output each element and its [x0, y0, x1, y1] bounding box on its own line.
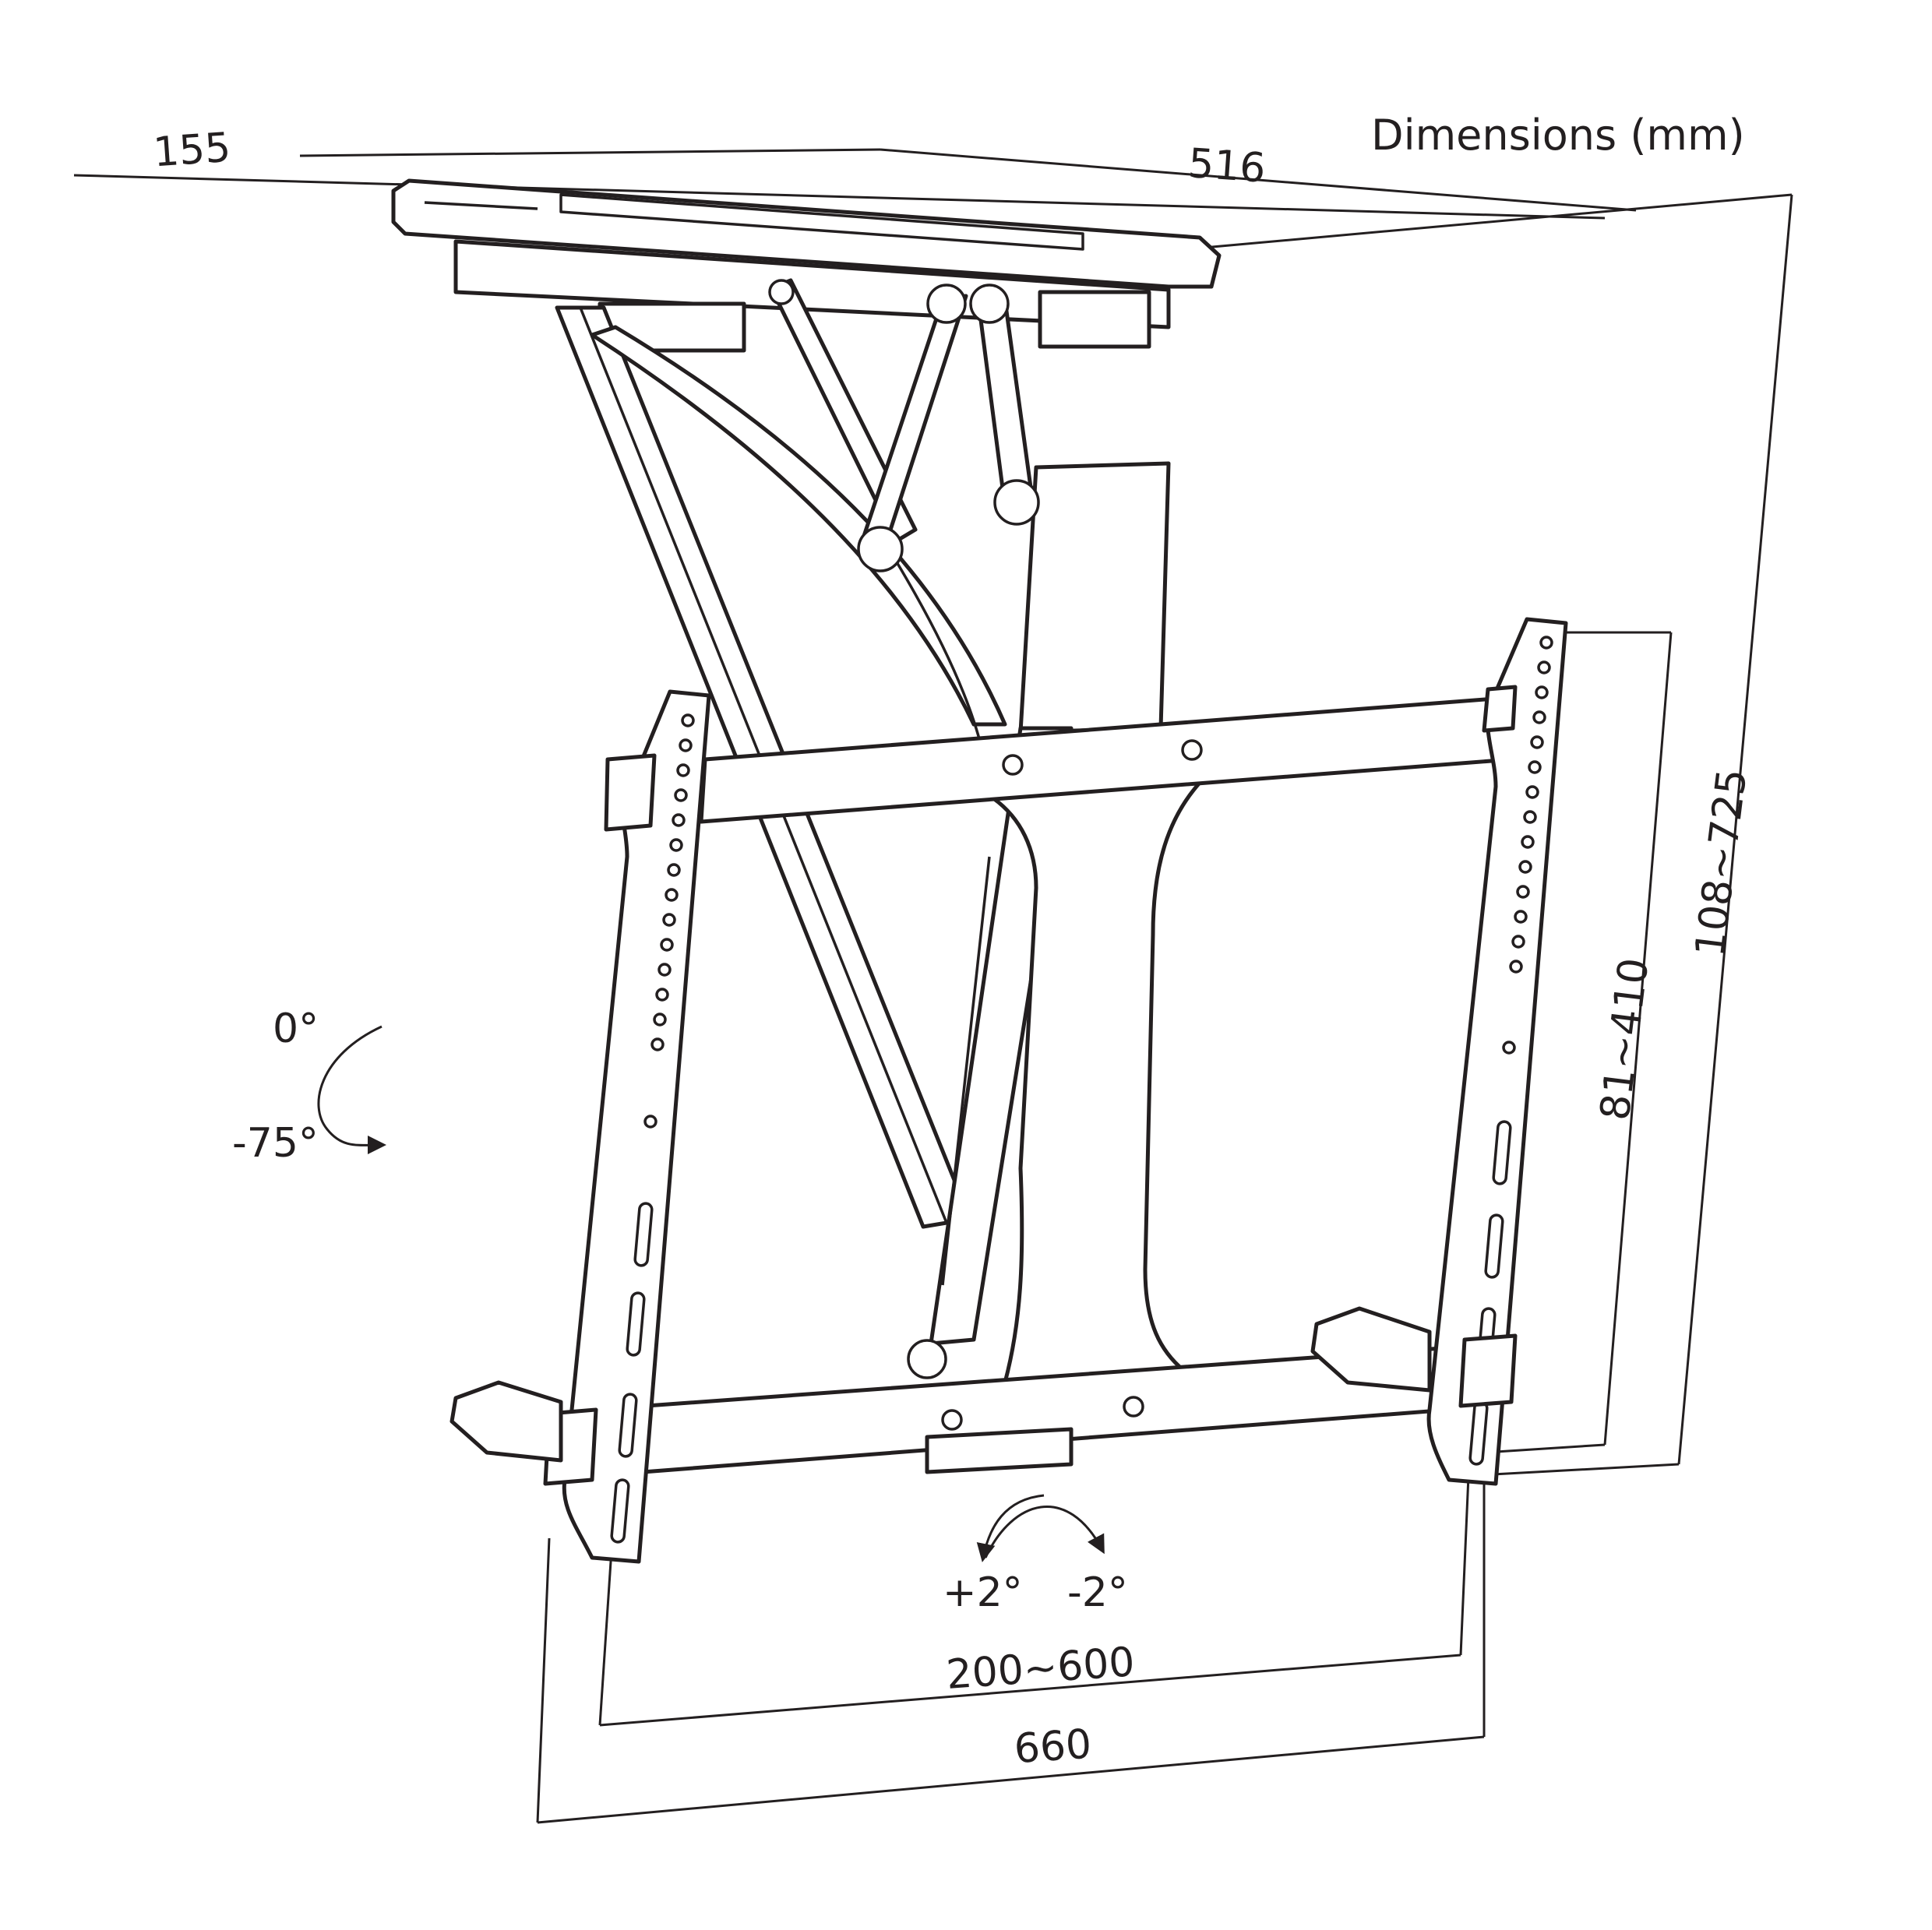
- pivot-top-middle: [926, 284, 967, 324]
- depth-label: 155: [152, 125, 232, 177]
- pivot-top-right: [969, 284, 1010, 324]
- curved-arm-ridge: [894, 560, 983, 748]
- tilt-arrow: [317, 1025, 386, 1155]
- dimension-line-total-height: [1677, 194, 1793, 1465]
- level-arrow-left: [976, 1494, 1045, 1562]
- extension-line-vesa-left: [598, 1549, 613, 1726]
- pivot-top-left: [768, 279, 795, 305]
- left-bracket-holes: [610, 713, 695, 1544]
- dimension-line-top: [73, 174, 1606, 220]
- clip-upper-left: [604, 753, 657, 832]
- spacer-foot-left: [450, 1380, 563, 1463]
- level-arrow-right: [984, 1506, 1105, 1558]
- level-left-label: +2°: [943, 1569, 1023, 1616]
- curved-arm: [590, 325, 1007, 727]
- diagram-title: Dimensions (mm): [1371, 111, 1745, 160]
- ceiling-bracket-right: [1038, 290, 1151, 349]
- dimension-lines: [73, 148, 1793, 1824]
- rotation-arrows: [317, 1025, 1105, 1562]
- dimension-line-width-bottom: [537, 1735, 1485, 1824]
- upper-bar-bolt-left: [1002, 754, 1024, 776]
- lower-bar-bolt-left: [941, 1409, 963, 1431]
- vesa-horizontal-label: 200~600: [945, 1639, 1137, 1699]
- link-arm-middle: [858, 294, 968, 551]
- ceiling-plate-edge: [424, 201, 538, 210]
- vertical-column-edge: [941, 856, 991, 1286]
- right-bracket-holes: [1468, 636, 1553, 1466]
- upper-bar-bolt-right: [1181, 739, 1203, 761]
- lower-bar-bolt-right: [1123, 1396, 1144, 1418]
- extension-line-vesa-bottom: [1483, 1443, 1606, 1454]
- total-height-label: 108~725: [1687, 766, 1756, 960]
- width-bottom-label: 660: [1013, 1721, 1093, 1773]
- clip-lower-right: [1458, 1333, 1518, 1408]
- vertical-column-upper: [1018, 461, 1171, 734]
- extension-line-width-left: [536, 1537, 551, 1823]
- dimension-line-top-width: [880, 148, 1637, 212]
- dimension-line-top-depth: [299, 148, 881, 157]
- ceiling-plate-slot: [559, 193, 1084, 251]
- level-right-label: -2°: [1067, 1569, 1128, 1616]
- tilt-top-label: 0°: [273, 1006, 319, 1052]
- ceiling-plate-top: [391, 178, 1222, 289]
- spacer-foot-right: [1310, 1306, 1432, 1393]
- pivot-elbow-left: [857, 526, 904, 572]
- dimension-line-vesa-vertical: [1603, 632, 1673, 1446]
- dimension-line-vesa-horizontal: [599, 1654, 1461, 1727]
- link-arm-right: [975, 294, 1035, 509]
- tilt-bottom-label: -75°: [232, 1120, 319, 1167]
- width-top-label: 516: [1186, 140, 1267, 192]
- clip-upper-right: [1482, 685, 1518, 733]
- lower-bar-bracket: [925, 1427, 1074, 1474]
- vesa-vertical-label: 81~410: [1592, 956, 1658, 1123]
- extension-line-top-right: [1203, 193, 1793, 249]
- tv-plate: [450, 617, 1568, 1564]
- pivot-bottom: [907, 1339, 947, 1379]
- extension-line-bottom-right: [1464, 1463, 1680, 1477]
- extension-line-vesa-right: [1459, 1475, 1470, 1656]
- labels: Dimensions (mm) 155 516 108~725 81~410 2…: [152, 111, 1757, 1773]
- pivot-elbow-right: [993, 479, 1040, 526]
